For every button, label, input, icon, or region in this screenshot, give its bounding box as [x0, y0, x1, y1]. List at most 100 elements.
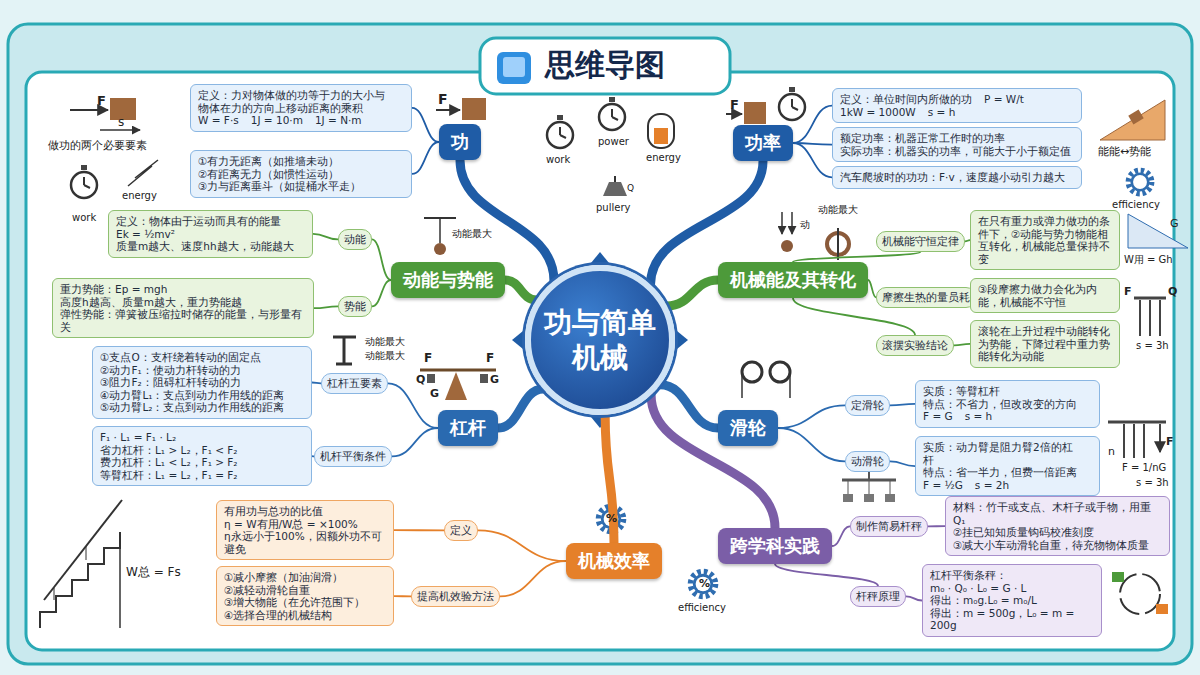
subtopic-tag: 制作简易杆秤 [850, 516, 928, 537]
node-text: 机械效率 [578, 549, 650, 573]
detail-box: F₁ · L₁ = F₁ · L₂省力杠杆：L₁ > L₂，F₁ < F₂费力杠… [92, 426, 312, 486]
icon-label: G [430, 388, 439, 400]
node-text: 1kW = 1000W [840, 106, 916, 119]
node-text: 动能 [344, 233, 366, 245]
node-text: ③阻力F₂：阻碍杠杆转动的力 [100, 376, 304, 389]
icon-label: Q [416, 374, 425, 386]
subtopic-tag: 滚摆实验结论 [876, 335, 954, 356]
subtopic-tag: 杠杆五要素 [321, 373, 388, 394]
connector [778, 428, 845, 461]
icon-label: n [1108, 446, 1115, 458]
detail-box: 定义：力对物体做的功等于力的大小与物体在力的方向上移动距离的乘积W = F·s1… [190, 84, 412, 132]
subtopic-tag: 提高机效验方法 [411, 586, 500, 607]
node-text: ④选择合理的机械结构 [224, 609, 386, 622]
icon-label: 做功的两个必要要素 [48, 140, 147, 152]
node-text: 机械能及其转化 [730, 268, 856, 292]
node-text: 功率 [745, 131, 781, 155]
connector [890, 461, 915, 466]
node-text: 机械能守恒定律 [882, 235, 959, 247]
detail-box: ①减小摩擦（加油润滑）②减轻动滑轮自重③增大物能（在允许范围下）④选择合理的机械… [216, 566, 394, 626]
node-text: ③段摩擦力做力会化为内能，机械能不守恒 [978, 283, 1112, 308]
icon-label: F = 1/nG [1122, 462, 1166, 473]
node-text: 重力势能：Ep = mgh [60, 283, 306, 296]
node-text: 实际功率：机器实的功率，可能大于小于额定值 [840, 145, 1074, 158]
detail-box: 定义：物体由于运动而具有的能量Ek = ½mv²质量m越大、速度hh越大，动能越… [108, 210, 313, 258]
icon-label: efficiency [678, 602, 726, 613]
icon-label: G [1170, 218, 1179, 230]
connector [412, 108, 439, 142]
node-text: 定义：单位时间内所做的功 [840, 93, 972, 106]
connector [372, 239, 391, 280]
branch-topic: 滑轮 [718, 410, 778, 446]
connector [394, 529, 444, 531]
title: 思维导图 [545, 45, 665, 86]
icon-label: W总 = Fs [126, 566, 181, 579]
node-text: F = G [923, 410, 953, 423]
connector [392, 428, 438, 456]
connector [793, 143, 832, 177]
node-text: ②有距离无力（如惯性运动） [198, 168, 404, 181]
icon-label: F [1124, 286, 1132, 298]
branch-topic: 功 [439, 124, 481, 160]
node-text: 费力杠杆：L₁ < L₂，F₁ > F₂ [100, 456, 304, 469]
node-text: F = ½G [923, 479, 963, 492]
node-text: 功 [451, 130, 469, 154]
icon-label: power [598, 136, 629, 147]
node-text: 有用功与总功的比值 [224, 505, 386, 518]
branch-connector [505, 280, 537, 300]
node-text: 定义：物体由于运动而具有的能量 [116, 215, 305, 228]
node-text: 滑轮 [730, 416, 766, 440]
connector [832, 526, 850, 546]
icon-label: F [97, 94, 106, 108]
node-text: 特点：省一半力，但费一倍距离 [923, 466, 1077, 479]
branch-topic: 机械效率 [566, 543, 662, 579]
node-text: 额定功率：机器正常工作时的功率 [840, 132, 1074, 145]
subtopic-tag: 摩擦生热的量员耗 [876, 287, 976, 308]
icon-label: s = 3h [1136, 340, 1169, 351]
icon-label: work [72, 212, 96, 223]
detail-box: 杠杆平衡条秤：m₀ · Q₀ · L₀ = G · L得出：m₀g.L₀ = m… [922, 564, 1102, 637]
connector [372, 280, 391, 306]
node-text: 杠杆平衡条秤： [930, 569, 1094, 582]
icon-label: % [606, 513, 617, 525]
connector [500, 561, 566, 596]
subtopic-tag: 机杆平衡条件 [314, 446, 392, 467]
icon-label: 动能最大 [365, 336, 405, 347]
node-text: 定义 [450, 524, 472, 536]
icon-label: 动 [800, 219, 810, 230]
node-text: ①有力无距离（如推墙未动） [198, 155, 404, 168]
branch-connector [498, 389, 543, 428]
subtopic-tag: 杆秤原理 [850, 586, 906, 607]
icon-label: efficiency [1112, 199, 1160, 210]
node-text: 省力杠杆：L₁ > L₂，F₁ < F₂ [100, 444, 304, 457]
node-text: 杆秤原理 [856, 590, 900, 602]
node-text: 功与简单 机械 [539, 305, 661, 375]
node-text: ③增大物能（在允许范围下） [224, 596, 386, 609]
node-text: 特点：不省力，但改改变的方向 [923, 398, 1077, 411]
node-text: 实质：等臂杠杆 [923, 385, 1000, 398]
subtopic-tag: 定滑轮 [845, 395, 890, 416]
node-text: W = F·s [198, 114, 239, 127]
icon-label: 能能↔势能 [1098, 146, 1151, 158]
connector [778, 405, 845, 428]
connector [793, 252, 921, 262]
node-text: 等臂杠杆：L₁ = L₂，F₁ = F₂ [100, 469, 304, 482]
icon-label: s [118, 116, 124, 129]
node-text: 提高机效验方法 [417, 590, 494, 602]
detail-box: 定义：单位时间内所做的功P = W/t1kW = 1000Ws = h [832, 88, 1082, 123]
central-topic: 功与简单 机械 [525, 265, 675, 415]
connector [412, 142, 439, 174]
node-text: 高度h越高、质量m越大，重力势能越 [60, 296, 306, 309]
node-text: ⑤动力臂L₂：支点到动力作用线的距离 [100, 401, 304, 414]
node-text: ①减小摩擦（加油润滑） [224, 571, 386, 584]
detail-box: 在只有重力或弹力做功的条件下，②动能与势力物能相互转化，机械能总量保持不变 [970, 210, 1120, 270]
icon-label: Q [627, 184, 634, 194]
node-text: m₀ · Q₀ · L₀ = G · L [930, 582, 1094, 595]
connector [954, 344, 970, 345]
branch-connector [667, 280, 718, 306]
icon-label: pullery [596, 202, 630, 213]
connector [394, 595, 411, 597]
node-text: 得出：m₀g.L₀ = m₀/L [930, 594, 1094, 607]
node-text: 弹性势能：弹簧被压缩拉时储存的能量，与形量有关 [60, 308, 306, 333]
node-text: ③力与距离垂斗（如提桶水平走） [198, 180, 404, 193]
